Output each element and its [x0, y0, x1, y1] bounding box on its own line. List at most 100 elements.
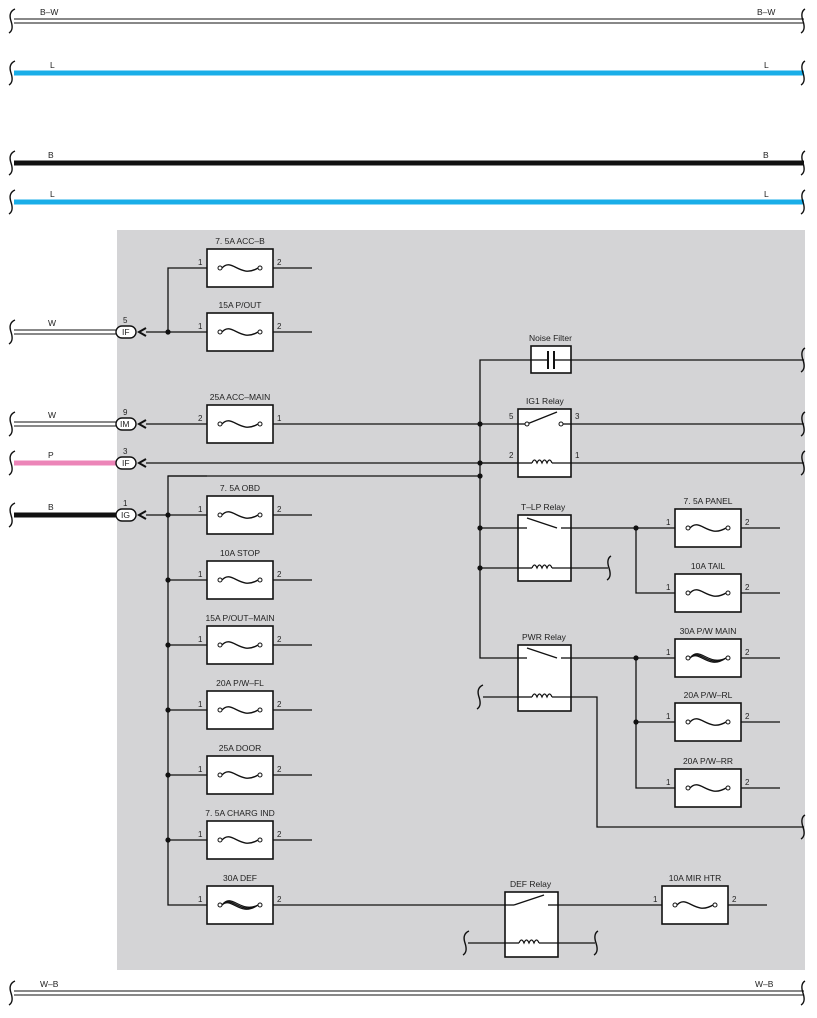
connector-if5: IF 5 — [115, 316, 147, 339]
bus-bw-label-left: B–W — [40, 7, 58, 17]
svg-text:IM: IM — [120, 419, 129, 429]
fuse-p-w-rr-pin-right: 2 — [745, 778, 750, 787]
fuse-p-w-rr-label: 20A P/W–RR — [683, 756, 733, 766]
fuse-p-w-main-pin-left: 1 — [666, 648, 671, 657]
relay-ig1: IG1 Relay 5 3 2 1 — [509, 396, 580, 478]
relay-pwr: PWR Relay — [517, 632, 572, 712]
input-1-wire: W — [48, 410, 56, 420]
connectors: IF 5 IM 9 IF 3 IG 1 — [115, 316, 147, 522]
bus-l2: L L — [8, 189, 806, 215]
svg-text:3: 3 — [123, 447, 128, 456]
fuse-p-w-main: 30A P/W MAIN 1 2 — [666, 626, 750, 678]
bus-l1-label-left: L — [50, 60, 55, 70]
fuse-p-out-main-label: 15A P/OUT–MAIN — [206, 613, 275, 623]
noise-filter-label: Noise Filter — [529, 333, 572, 343]
relay-tlp-label: T–LP Relay — [521, 502, 566, 512]
input-0-wire: W — [48, 318, 56, 328]
fuse-p-w-rr: 20A P/W–RR 1 2 — [666, 756, 750, 808]
fuse-charg-ind-box — [206, 820, 274, 860]
fuse-p-w-rl-box — [674, 702, 742, 742]
fuse-p-w-rl-pin-left: 1 — [666, 712, 671, 721]
relay-def: DEF Relay — [504, 879, 559, 958]
connector-im9: IM 9 — [115, 408, 147, 431]
fuse-panel-label: 7. 5A PANEL — [684, 496, 733, 506]
fuse-tail-label: 10A TAIL — [691, 561, 725, 571]
bus-l1: L L — [8, 60, 806, 86]
fuse-p-out: 15A P/OUT 1 2 — [198, 300, 282, 352]
fuse-p-w-fl-label: 20A P/W–FL — [216, 678, 264, 688]
bus-l2-label-left: L — [50, 189, 55, 199]
svg-text:5: 5 — [509, 412, 514, 421]
svg-text:9: 9 — [123, 408, 128, 417]
fuse-stop-box — [206, 560, 274, 600]
bus-bw-label-right: B–W — [757, 7, 775, 17]
connector-if3: IF 3 — [115, 447, 147, 470]
fuse-p-out-main-box — [206, 625, 274, 665]
bus-b: B B — [8, 150, 806, 176]
fuse-p-out-pin-right: 2 — [277, 322, 282, 331]
fuse-p-out-pin-left: 1 — [198, 322, 203, 331]
bus-b-label-right: B — [763, 150, 769, 160]
fuse-p-w-rr-box — [674, 768, 742, 808]
fuse-acc-b-label: 7. 5A ACC–B — [215, 236, 265, 246]
input-3-wire: B — [48, 502, 54, 512]
svg-text:3: 3 — [575, 412, 580, 421]
fuse-p-out-main-pin-right: 2 — [277, 635, 282, 644]
fuse-mir-htr-pin-right: 2 — [732, 895, 737, 904]
fuse-obd-label: 7. 5A OBD — [220, 483, 260, 493]
noise-filter: Noise Filter — [529, 333, 572, 374]
fuse-door-pin-left: 1 — [198, 765, 203, 774]
fuse-acc-b: 7. 5A ACC–B 1 2 — [198, 236, 282, 288]
fuse-p-w-fl-pin-right: 2 — [277, 700, 282, 709]
fuse-acc-b-pin-right: 2 — [277, 258, 282, 267]
fuse-mir-htr-box — [661, 885, 729, 925]
fuse-door-pin-right: 2 — [277, 765, 282, 774]
fuse-p-out-main-pin-left: 1 — [198, 635, 203, 644]
relay-tlp: T–LP Relay — [517, 502, 572, 582]
svg-text:1: 1 — [123, 499, 128, 508]
fuse-panel-pin-right: 2 — [745, 518, 750, 527]
fuse-charg-ind-pin-right: 2 — [277, 830, 282, 839]
bus-l1-label-right: L — [764, 60, 769, 70]
fuse-p-w-rr-pin-left: 1 — [666, 778, 671, 787]
fuse-p-w-rl-label: 20A P/W–RL — [684, 690, 733, 700]
fuse-def-pin-left: 1 — [198, 895, 203, 904]
input-2-wire: P — [48, 450, 54, 460]
fuse-mir-htr-label: 10A MIR HTR — [669, 873, 721, 883]
fuse-obd-pin-right: 2 — [277, 505, 282, 514]
fuse-tail-pin-left: 1 — [666, 583, 671, 592]
fuse-obd-pin-left: 1 — [198, 505, 203, 514]
fuse-charg-ind-pin-left: 1 — [198, 830, 203, 839]
fuse-p-w-main-pin-right: 2 — [745, 648, 750, 657]
fuse-p-out-label: 15A P/OUT — [219, 300, 262, 310]
fuse-p-w-main-label: 30A P/W MAIN — [680, 626, 737, 636]
connector-ig1: IG 1 — [115, 499, 147, 522]
fuse-acc-main-label: 25A ACC–MAIN — [210, 392, 270, 402]
fuse-acc-b-pin-left: 1 — [198, 258, 203, 267]
fuse-obd-box — [206, 495, 274, 535]
fuse-p-w-fl-pin-left: 1 — [198, 700, 203, 709]
fuse-acc-b-box — [206, 248, 274, 288]
bus-l2-label-right: L — [764, 189, 769, 199]
fuse-stop-pin-left: 1 — [198, 570, 203, 579]
input-wires: W W P B — [8, 318, 118, 528]
fuse-acc-main-pin-right: 1 — [277, 414, 282, 423]
svg-text:1: 1 — [575, 451, 580, 460]
fuse-charg-ind-label: 7. 5A CHARG IND — [205, 808, 274, 818]
fuse-door-label: 25A DOOR — [219, 743, 262, 753]
fuse-def-pin-right: 2 — [277, 895, 282, 904]
fuse-door-box — [206, 755, 274, 795]
fuse-obd: 7. 5A OBD 1 2 — [198, 483, 282, 535]
relay-pwr-label: PWR Relay — [522, 632, 567, 642]
fuse-charg-ind: 7. 5A CHARG IND 1 2 — [198, 808, 282, 860]
fuse-tail-box — [674, 573, 742, 613]
fuse-p-w-fl: 20A P/W–FL 1 2 — [198, 678, 282, 730]
internal-wiring — [146, 267, 804, 944]
